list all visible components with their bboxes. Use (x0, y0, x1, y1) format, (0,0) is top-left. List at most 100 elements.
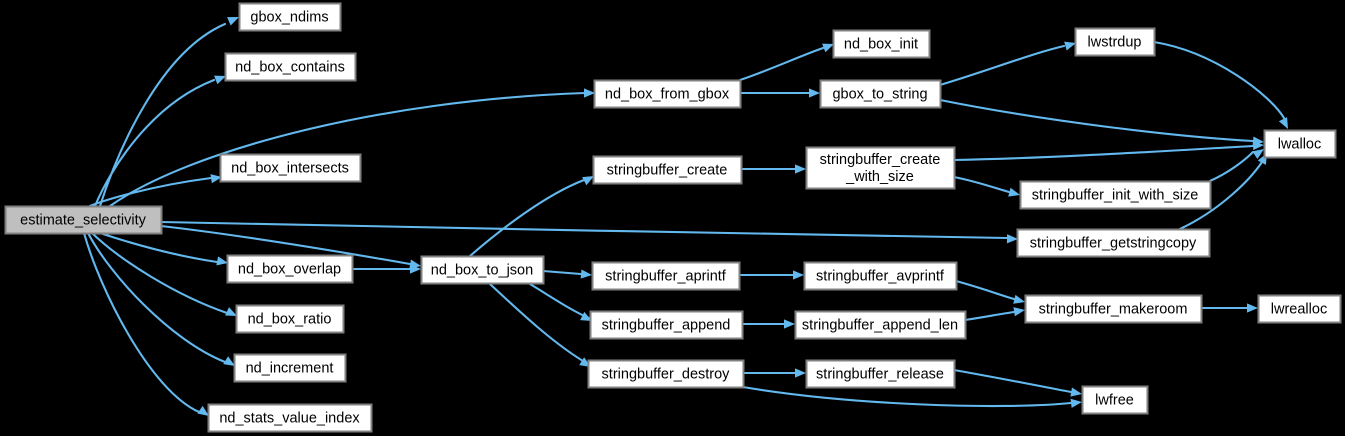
graph-node-nd_increment[interactable]: nd_increment (233, 353, 347, 383)
node-box[interactable] (819, 79, 942, 109)
edge-stringbuffer_init_with_size-to-lwalloc (1208, 149, 1264, 183)
graph-node-stringbuffer_append[interactable]: stringbuffer_append (589, 310, 744, 340)
edge-estimate_selectivity-to-nd_increment (86, 231, 235, 366)
edge-arrowhead-estimate_selectivity-to-nd_box_ratio (225, 307, 237, 316)
edge-arrowhead-lwstrdup-to-lwalloc (1278, 117, 1288, 129)
graph-node-stringbuffer_create[interactable]: stringbuffer_create (592, 155, 743, 185)
edge-nd_box_to_json-to-stringbuffer_create (468, 176, 594, 258)
edge-line (938, 98, 1255, 143)
node-box[interactable] (832, 29, 931, 59)
node-box[interactable] (420, 255, 545, 285)
node-box[interactable] (219, 153, 362, 183)
node-box[interactable] (235, 304, 345, 334)
node-box[interactable] (1016, 228, 1211, 258)
edge-stringbuffer_avprintf-to-stringbuffer_makeroom (954, 279, 1025, 304)
node-box[interactable] (591, 261, 741, 291)
node-box[interactable] (805, 359, 956, 389)
graph-node-stringbuffer_init_with_size[interactable]: stringbuffer_init_with_size (1019, 180, 1212, 210)
edge-stringbuffer_create-to-stringbuffer_create_with_size (739, 164, 806, 174)
graph-node-lwfree[interactable]: lwfree (1081, 385, 1149, 415)
graph-node-stringbuffer_makeroom[interactable]: stringbuffer_makeroom (1024, 294, 1203, 324)
graph-node-nd_box_overlap[interactable]: nd_box_overlap (226, 254, 354, 284)
edge-arrowhead-stringbuffer_create_with_size-to-lwalloc (1252, 140, 1264, 151)
node-box[interactable] (1019, 180, 1212, 210)
edge-arrowhead-estimate_selectivity-to-gbox_ndims (227, 17, 239, 26)
node-box[interactable] (4, 205, 163, 235)
edge-line (108, 91, 587, 208)
graph-node-stringbuffer_release[interactable]: stringbuffer_release (805, 359, 956, 389)
edge-arrowhead-gbox_to_string-to-lwstrdup (1064, 41, 1076, 51)
graph-node-estimate_selectivity[interactable]: estimate_selectivity (4, 205, 163, 235)
graph-node-nd_box_ratio[interactable]: nd_box_ratio (235, 304, 345, 334)
graph-node-lwalloc[interactable]: lwalloc (1263, 129, 1337, 159)
edge-arrowhead-stringbuffer_release-to-lwfree (1070, 387, 1082, 397)
edge-arrowhead-estimate_selectivity-to-nd_increment (223, 356, 235, 366)
node-box[interactable] (1257, 294, 1342, 324)
edge-line (952, 175, 1011, 194)
graph-node-stringbuffer_aprintf[interactable]: stringbuffer_aprintf (591, 261, 741, 291)
node-box[interactable] (1024, 294, 1203, 324)
node-box[interactable] (805, 146, 956, 190)
edge-line (541, 269, 583, 276)
edge-line (1208, 150, 1255, 183)
edge-line (468, 178, 586, 258)
edge-nd_box_to_json-to-stringbuffer_destroy (488, 282, 591, 367)
node-box[interactable] (226, 254, 354, 284)
graph-node-nd_box_from_gbox[interactable]: nd_box_from_gbox (593, 79, 742, 109)
node-box[interactable] (1081, 385, 1149, 415)
node-box[interactable] (794, 310, 967, 340)
graph-node-lwstrdup[interactable]: lwstrdup (1074, 27, 1156, 57)
graph-node-stringbuffer_create_with_size[interactable]: stringbuffer_create_with_size (805, 146, 956, 190)
edge-estimate_selectivity-to-nd_box_contains (93, 75, 226, 208)
node-box[interactable] (238, 2, 342, 32)
edge-line (86, 231, 227, 364)
edge-line (488, 282, 590, 366)
node-box[interactable] (589, 310, 744, 340)
edge-line (159, 224, 412, 266)
edge-line (82, 231, 201, 414)
graph-node-stringbuffer_append_len[interactable]: stringbuffer_append_len (794, 310, 967, 340)
edge-stringbuffer_makeroom-to-lwrealloc (1199, 303, 1258, 313)
node-box[interactable] (207, 403, 373, 433)
edge-line (1178, 160, 1264, 231)
edge-line (90, 231, 229, 315)
graph-node-stringbuffer_getstringcopy[interactable]: stringbuffer_getstringcopy (1016, 228, 1211, 258)
graph-node-gbox_to_string[interactable]: gbox_to_string (819, 79, 942, 109)
nodes-layer: estimate_selectivity gbox_ndims nd_box_con… (4, 2, 1342, 433)
graph-node-nd_box_intersects[interactable]: nd_box_intersects (219, 153, 362, 183)
edge-line (963, 310, 1016, 322)
graph-node-lwrealloc[interactable]: lwrealloc (1257, 294, 1342, 324)
node-box[interactable] (1074, 27, 1156, 57)
graph-node-nd_box_contains[interactable]: nd_box_contains (224, 52, 357, 82)
edge-line (93, 78, 216, 208)
edge-line (528, 282, 593, 321)
edge-estimate_selectivity-to-nd_stats_value_index (82, 231, 209, 416)
graph-node-nd_box_init[interactable]: nd_box_init (832, 29, 931, 59)
edge-stringbuffer_destroy-to-stringbuffer_release (741, 368, 806, 378)
node-box[interactable] (587, 359, 745, 389)
graph-node-nd_box_to_json[interactable]: nd_box_to_json (420, 255, 545, 285)
graph-node-stringbuffer_destroy[interactable]: stringbuffer_destroy (587, 359, 745, 389)
edge-arrowhead-stringbuffer_create-to-stringbuffer_create_with_size (795, 164, 806, 174)
edge-line (159, 220, 1009, 240)
node-box[interactable] (593, 79, 742, 109)
node-box[interactable] (592, 155, 743, 185)
edge-line (938, 44, 1066, 87)
node-box[interactable] (1263, 129, 1337, 159)
edge-stringbuffer_append_len-to-stringbuffer_makeroom (963, 307, 1025, 322)
edge-nd_box_from_gbox-to-nd_box_init (738, 43, 834, 82)
node-box[interactable] (803, 261, 958, 291)
edge-arrowhead-stringbuffer_destroy-to-lwfree (1070, 398, 1082, 408)
edge-line (741, 385, 1073, 408)
edge-line (738, 46, 825, 82)
node-box[interactable] (233, 353, 347, 383)
edge-line (952, 368, 1073, 394)
edge-arrowhead-estimate_selectivity-to-nd_box_contains (214, 75, 226, 85)
graph-node-stringbuffer_avprintf[interactable]: stringbuffer_avprintf (803, 261, 958, 291)
edge-arrowhead-stringbuffer_aprintf-to-stringbuffer_avprintf (793, 270, 804, 280)
graph-node-nd_stats_value_index[interactable]: nd_stats_value_index (207, 403, 373, 433)
graph-node-gbox_ndims[interactable]: gbox_ndims (238, 2, 342, 32)
edge-gbox_to_string-to-lwstrdup (938, 41, 1076, 87)
node-box[interactable] (224, 52, 357, 82)
